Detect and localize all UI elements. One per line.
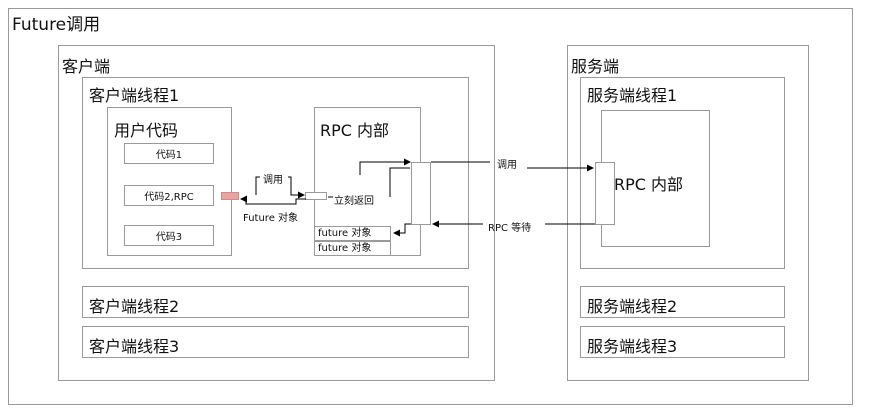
dispatch-up-arrow — [359, 158, 411, 175]
call-remote-label: 调用 — [497, 160, 517, 171]
future-slot-2: future 对象 — [314, 241, 391, 256]
server-receive-bar — [595, 162, 615, 225]
client-thread2-box — [82, 286, 469, 318]
rpc-wait-label: RPC 等待 — [488, 223, 532, 234]
server-thread2-box — [580, 286, 785, 318]
future-object-arrow — [240, 195, 306, 205]
server-thread3-label: 服务端线程3 — [587, 337, 678, 356]
client-label: 客户端 — [62, 57, 111, 76]
code-item-1: 代码1 — [124, 143, 214, 164]
code-item-2-rpc: 代码2,RPC — [124, 185, 214, 206]
server-rpc-internal-label: RPC 内部 — [614, 175, 684, 194]
server-thread3-box — [580, 326, 785, 358]
return-immediately-label: 立刻返回 — [334, 196, 374, 207]
call-inner-arrow — [255, 176, 260, 195]
client-thread1-label: 客户端线程1 — [89, 86, 180, 105]
diagram-title: Future调用 — [12, 15, 101, 35]
server-thread1-label: 服务端线程1 — [587, 86, 678, 105]
rpc-dispatch-bar — [411, 162, 431, 225]
server-rpc-internal-box — [601, 110, 710, 247]
rpc-return-slot — [305, 192, 327, 200]
call-inner-label: 调用 — [263, 175, 283, 186]
response-to-future-arrow — [393, 223, 411, 237]
client-thread2-label: 客户端线程2 — [89, 297, 180, 316]
future-object-label: Future 对象 — [243, 213, 299, 224]
server-thread2-label: 服务端线程2 — [587, 297, 678, 316]
client-rpc-internal-label: RPC 内部 — [320, 121, 390, 140]
client-thread3-box — [82, 326, 469, 358]
rpc-call-marker — [221, 192, 239, 200]
return-immediately-arrow — [389, 167, 410, 197]
client-thread3-label: 客户端线程3 — [89, 337, 180, 356]
call-inner-arrow-head — [288, 176, 305, 199]
code-item-3: 代码3 — [124, 225, 214, 246]
future-slot-1: future 对象 — [314, 226, 391, 241]
user-code-label: 用户代码 — [114, 121, 179, 140]
server-label: 服务端 — [571, 57, 620, 76]
